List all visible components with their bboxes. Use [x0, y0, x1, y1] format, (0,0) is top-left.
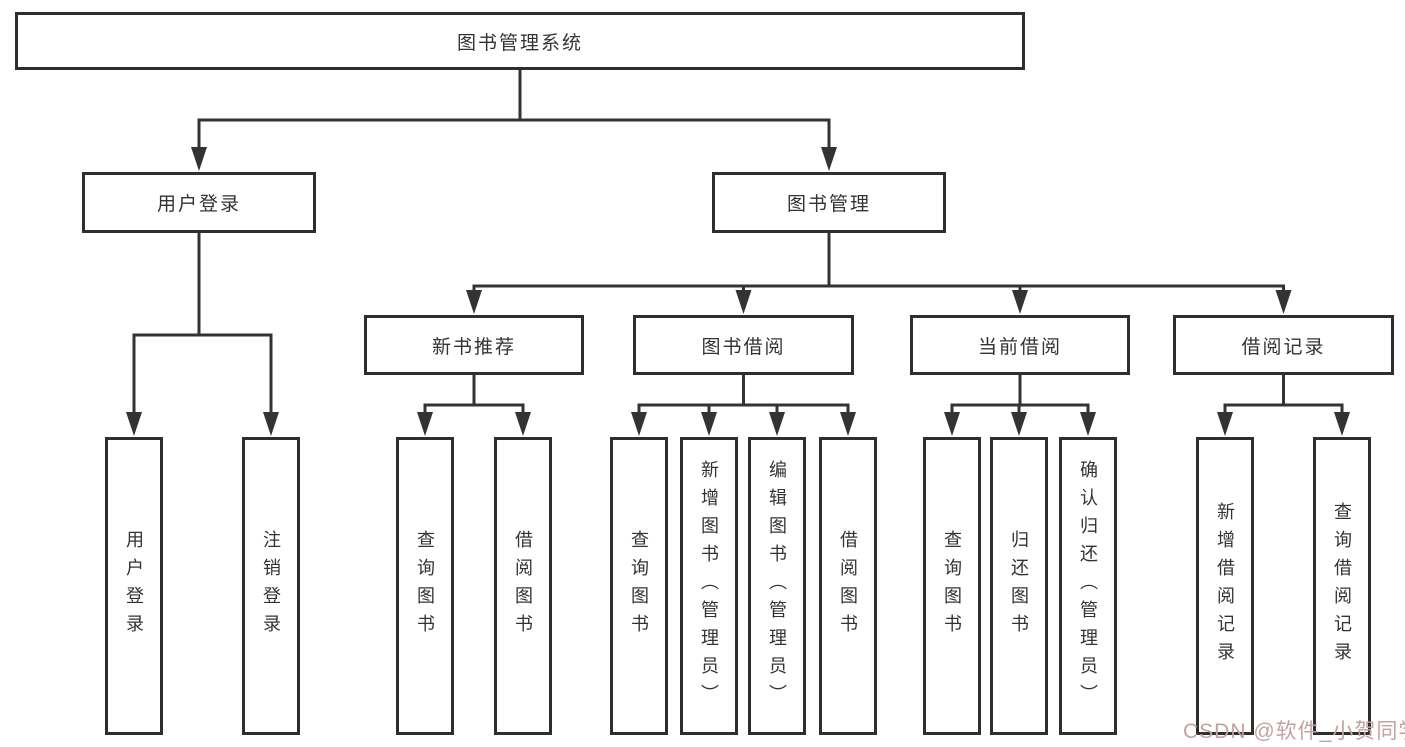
leaf-user-login-label: 用户登录 [124, 530, 144, 642]
leaf-borrow-books: 借阅图书 [494, 437, 552, 735]
leaf-confirm-return-admin-label: 确认归还（管理员） [1078, 460, 1098, 712]
leaf-query-borrow-record-label: 查询借阅记录 [1332, 502, 1352, 670]
node-library-management-system: 图书管理系统 [15, 12, 1025, 70]
leaf-borrow-books-label: 借阅图书 [838, 530, 858, 642]
node-book-borrow: 图书借阅 [633, 315, 854, 375]
leaf-query-books: 查询图书 [396, 437, 454, 735]
leaf-logout-label: 注销登录 [261, 530, 281, 642]
leaf-edit-book-admin: 编辑图书（管理员） [748, 437, 806, 735]
leaf-query-books: 查询图书 [923, 437, 981, 735]
leaf-query-books-label: 查询图书 [942, 530, 962, 642]
leaf-return-book: 归还图书 [990, 437, 1048, 735]
leaf-query-borrow-record: 查询借阅记录 [1313, 437, 1371, 735]
leaf-query-books: 查询图书 [610, 437, 668, 735]
leaf-user-login: 用户登录 [105, 437, 163, 735]
leaf-add-borrow-record-label: 新增借阅记录 [1215, 502, 1235, 670]
leaf-edit-book-admin-label: 编辑图书（管理员） [767, 460, 787, 712]
node-user-login: 用户登录 [82, 172, 316, 233]
node-new-book-recommend: 新书推荐 [364, 315, 584, 375]
csdn-watermark: CSDN @软件_小贺同学 [1183, 720, 1405, 743]
leaf-add-book-admin: 新增图书（管理员） [680, 437, 738, 735]
leaf-query-books-label: 查询图书 [629, 530, 649, 642]
node-book-management: 图书管理 [712, 172, 946, 233]
leaf-query-books-label: 查询图书 [415, 530, 435, 642]
leaf-return-book-label: 归还图书 [1009, 530, 1029, 642]
node-borrow-records: 借阅记录 [1173, 315, 1394, 375]
leaf-add-borrow-record: 新增借阅记录 [1196, 437, 1254, 735]
leaf-borrow-books: 借阅图书 [819, 437, 877, 735]
leaf-add-book-admin-label: 新增图书（管理员） [699, 460, 719, 712]
leaf-borrow-books-label: 借阅图书 [513, 530, 533, 642]
leaf-confirm-return-admin: 确认归还（管理员） [1059, 437, 1117, 735]
node-current-borrow: 当前借阅 [910, 315, 1130, 375]
leaf-logout: 注销登录 [242, 437, 300, 735]
